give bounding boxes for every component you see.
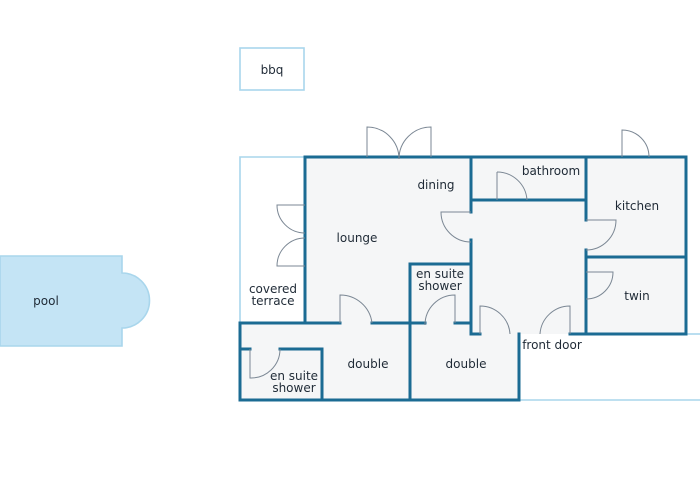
label-twin: twin (624, 289, 649, 303)
label-ensuite-lower-line2: shower (272, 381, 315, 395)
label-front-door: front door (522, 338, 582, 352)
label-double-left: double (348, 357, 389, 371)
pool (0, 255, 151, 347)
interior-floor (240, 157, 686, 400)
label-ensuite-upper-line1: en suite (416, 267, 464, 281)
label-dining: dining (417, 178, 454, 192)
doors (249, 126, 650, 379)
interior-walls (238, 155, 688, 402)
label-ensuite-upper-line2: shower (418, 279, 461, 293)
label-kitchen: kitchen (615, 199, 659, 213)
label-covered-terrace-line2: terrace (251, 294, 294, 308)
label-double-right: double (446, 357, 487, 371)
label-ensuite-lower-line1: en suite (270, 369, 318, 383)
bbq-area (239, 47, 305, 91)
exterior-walls (238, 155, 688, 402)
label-covered-terrace-line1: covered (249, 282, 297, 296)
terrace-outline (239, 156, 305, 323)
label-bbq: bbq (261, 63, 284, 77)
label-pool: pool (33, 294, 59, 308)
label-bathroom: bathroom (522, 164, 580, 178)
room-labels: bbq pool dining bathroom kitchen lounge … (33, 63, 659, 395)
label-lounge: lounge (337, 231, 378, 245)
